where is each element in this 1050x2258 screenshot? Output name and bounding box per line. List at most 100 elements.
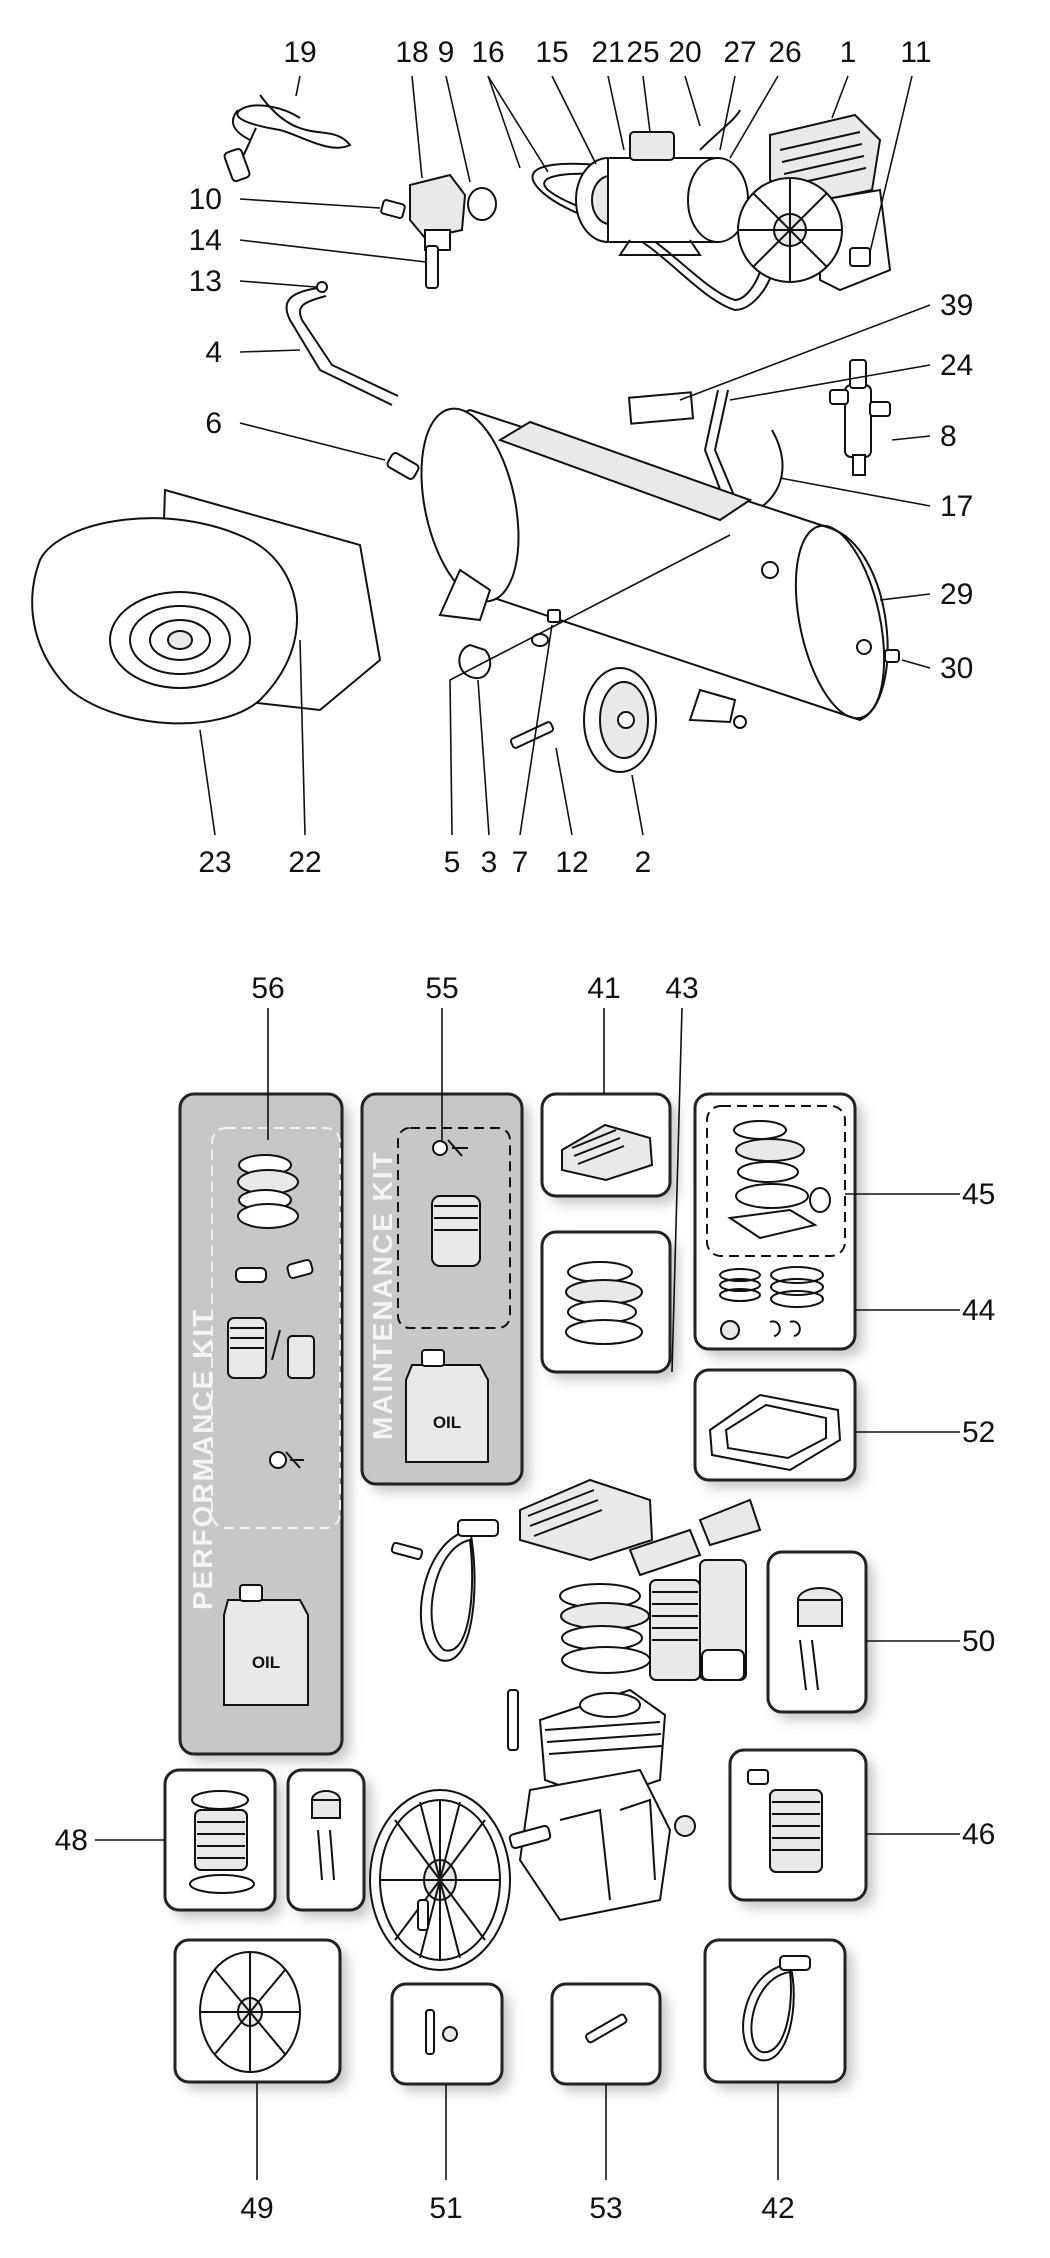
callout-55: 55 <box>425 972 458 1005</box>
kit-box-52 <box>693 1368 863 1488</box>
performance-kit-title: PERFORMANCE KIT <box>187 1308 218 1610</box>
callout-4: 4 <box>205 336 222 369</box>
top-leader-lines <box>199 75 931 836</box>
callout-18: 18 <box>395 36 428 69</box>
kit-box-51 <box>390 1982 510 2092</box>
callout-14: 14 <box>189 224 222 257</box>
callout-30: 30 <box>940 652 973 685</box>
callout-27: 27 <box>723 36 756 69</box>
pressure-regulator-part <box>829 359 891 476</box>
callout-17: 17 <box>940 490 973 523</box>
washer-part <box>733 715 747 729</box>
top-assembly <box>31 94 900 773</box>
kit-box-43 <box>540 1230 678 1380</box>
delivery-pipe-part <box>285 287 399 406</box>
callout-29: 29 <box>940 578 973 611</box>
callout-45: 45 <box>962 1178 995 1211</box>
drain-plug-part <box>884 649 900 663</box>
fitting-10-part <box>380 199 406 219</box>
label-plate-part <box>627 391 695 425</box>
air-tank-part <box>420 407 889 724</box>
kit-box-49 <box>173 1938 348 2090</box>
kit-box-53 <box>550 1982 668 2092</box>
piston-rings <box>719 1266 824 1340</box>
perf-filter <box>227 1317 315 1379</box>
maint-spring-valve <box>432 1139 468 1157</box>
maint-oil-bottle: OIL <box>405 1349 489 1463</box>
callout-50: 50 <box>962 1625 995 1658</box>
callout-16: 16 <box>471 36 504 69</box>
callout-44: 44 <box>962 1294 995 1327</box>
maint-filter <box>431 1195 481 1267</box>
pressure-switch-part <box>409 173 467 251</box>
big-flywheel <box>369 1789 511 1971</box>
nipple-14-part <box>425 245 439 289</box>
callout-15: 15 <box>535 36 568 69</box>
callout-52: 52 <box>962 1416 995 1449</box>
perf-oil-label: OIL <box>252 1653 280 1672</box>
maintenance-kit-title: MAINTENANCE KIT <box>367 1150 398 1440</box>
callout-9: 9 <box>438 36 455 69</box>
callout-6: 6 <box>205 407 222 440</box>
pump-head-part <box>737 113 892 292</box>
bottom-leader-lines <box>95 1007 960 2180</box>
bolt-12-part <box>509 721 555 749</box>
callout-46: 46 <box>962 1818 995 1851</box>
check-valve-part <box>386 452 420 480</box>
callout-5: 5 <box>444 846 461 879</box>
electric-motor-part <box>575 109 749 256</box>
kit-box-48 <box>163 1768 283 1918</box>
wheel-part <box>583 667 657 773</box>
callout-19: 19 <box>283 36 316 69</box>
callout-23: 23 <box>198 846 231 879</box>
callout-12: 12 <box>555 846 588 879</box>
callout-26: 26 <box>768 36 801 69</box>
callout-49: 49 <box>240 2192 273 2225</box>
power-cable-part <box>223 94 352 183</box>
callout-56: 56 <box>251 972 284 1005</box>
bottom-callouts: 56 55 41 43 45 44 52 50 46 48 49 51 53 4… <box>55 972 996 2225</box>
callout-20: 20 <box>668 36 701 69</box>
kit-box-42 <box>703 1938 853 2090</box>
callout-39: 39 <box>940 289 973 322</box>
callout-51: 51 <box>429 2192 462 2225</box>
callout-2: 2 <box>635 846 652 879</box>
gasket-set-45 <box>727 1120 831 1240</box>
callout-25: 25 <box>626 36 659 69</box>
callout-48: 48 <box>55 1824 88 1857</box>
callout-43: 43 <box>665 972 698 1005</box>
maintenance-kit-panel: MAINTENANCE KIT OIL <box>360 1092 530 1492</box>
kit-box-44 <box>693 1092 863 1357</box>
callout-10: 10 <box>189 183 222 216</box>
callout-13: 13 <box>189 265 222 298</box>
maint-oil-label: OIL <box>433 1413 461 1432</box>
central-pump-assembly <box>369 1478 762 1971</box>
top-callouts: 19 18 9 16 15 21 25 20 27 26 1 11 10 14 … <box>189 36 974 879</box>
perf-gasket-set <box>237 1154 299 1229</box>
kit-box-48b <box>286 1768 372 1918</box>
callout-8: 8 <box>940 420 957 453</box>
perf-spring-valve <box>269 1451 304 1469</box>
callout-11: 11 <box>900 36 931 69</box>
callout-22: 22 <box>288 846 321 879</box>
callout-42: 42 <box>761 2192 794 2225</box>
bottom-kits: PERFORMANCE KIT <box>163 1092 874 2092</box>
bolt-7-part <box>547 609 561 623</box>
callout-53: 53 <box>589 2192 622 2225</box>
belt-guard-part <box>31 488 382 725</box>
switch-knob-part <box>467 187 497 221</box>
kit-box-41 <box>540 1092 678 1204</box>
callout-3: 3 <box>481 846 498 879</box>
perf-oil-bottle: OIL <box>223 1584 309 1706</box>
kit-box-46 <box>728 1748 874 1908</box>
clamp-part <box>458 643 492 680</box>
performance-kit-panel: PERFORMANCE KIT <box>178 1092 350 1762</box>
kit-box-50 <box>766 1550 874 1720</box>
center-gaskets <box>559 1583 651 1674</box>
callout-21: 21 <box>591 36 624 69</box>
callout-24: 24 <box>940 349 973 382</box>
callout-41: 41 <box>587 972 620 1005</box>
callout-7: 7 <box>512 846 529 879</box>
perf-valve-plate <box>235 1259 314 1283</box>
